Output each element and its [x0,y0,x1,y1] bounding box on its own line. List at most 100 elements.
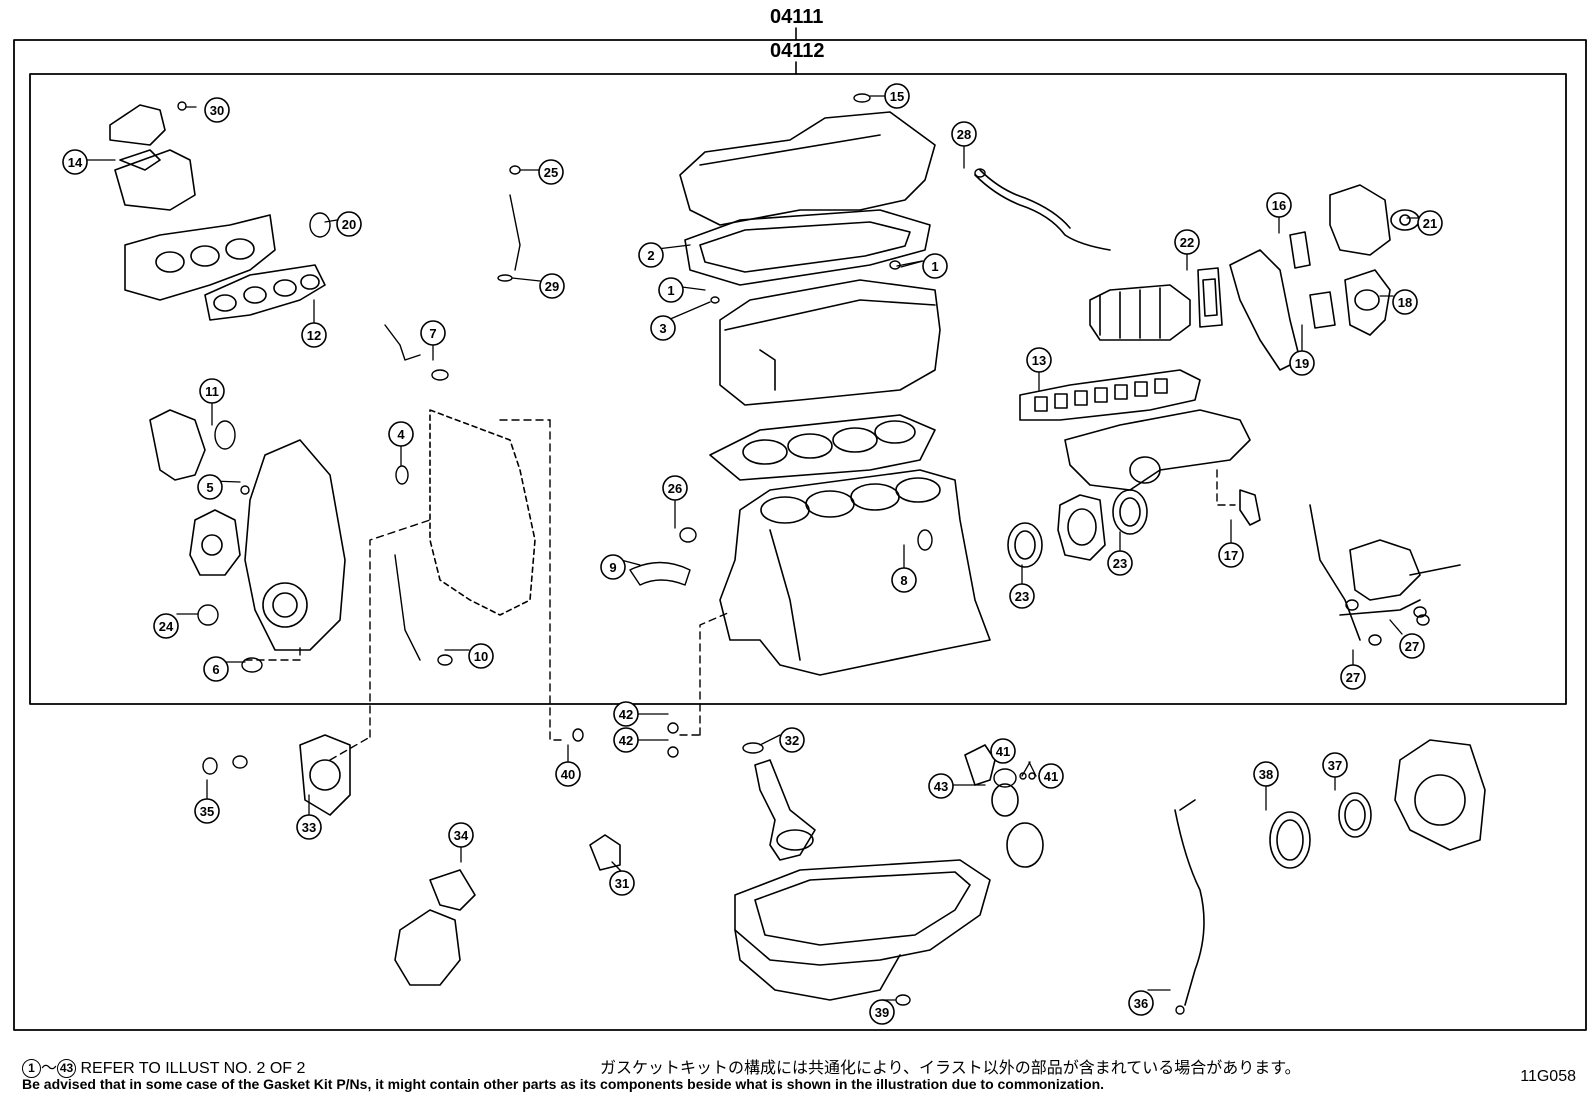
callout-27a: 27 [1399,633,1425,659]
oil-strainer-part [754,759,816,861]
reference-note: 1～43 REFER TO ILLUST NO. 2 OF 2 [22,1054,306,1079]
callout-number: 41 [1044,769,1058,784]
head-cover-gasket-part [684,209,931,286]
vacuum-pump-part [1309,504,1461,641]
callout-number: 27 [1405,639,1419,654]
throttle-gasket-a-part [1007,522,1043,568]
callout-number: 41 [996,744,1010,759]
exhaust-manifold-part [124,214,276,301]
callout-18: 18 [1392,289,1418,315]
callout-31: 31 [609,870,635,896]
heat-insulator-part [109,104,196,211]
callout-43: 43 [928,773,954,799]
egr-cooler-part [1089,284,1191,341]
gasket-19-part [1309,291,1336,329]
intake-manifold-gasket-part [1019,369,1201,421]
callout-number: 23 [1015,589,1029,604]
throttle-gasket-b-part [1112,489,1148,535]
throttle-body-part [1057,494,1106,561]
intake-manifold-part [1064,409,1251,491]
timing-chain-cover-part [429,409,536,616]
japanese-note: ガスケットキットの構成には共通化により、イラスト以外の部品が含まれている場合があ… [600,1060,1301,1077]
callout-number: 14 [68,155,83,170]
callout-number: 33 [302,820,316,835]
callout-16: 16 [1266,192,1292,218]
callout-42b: 42 [613,727,639,753]
callout-23b: 23 [1107,550,1133,576]
callout-34: 34 [448,822,474,848]
callout-8: 8 [891,567,917,593]
callout-number: 42 [619,733,633,748]
callout-1a: 1 [922,253,948,279]
exhaust-manifold-gasket-part [204,264,326,321]
gasket-17-part [1239,489,1261,526]
callout-number: 8 [900,573,907,588]
small-rings [177,93,1430,1015]
rear-oil-seal-retainer-part [1394,739,1486,851]
dipstick-part [1174,799,1205,1006]
oil-filter-bracket-part [964,744,1044,868]
callout-11: 11 [199,378,225,404]
water-pump-part [149,409,241,576]
callout-number: 17 [1224,548,1238,563]
callout-10: 10 [468,643,494,669]
callout-30: 30 [204,97,230,123]
callout-28: 28 [951,121,977,147]
callout-13: 13 [1026,347,1052,373]
callout-41a: 41 [990,738,1016,764]
callout-number: 22 [1180,235,1194,250]
callout-number: 15 [890,89,904,104]
callout-number: 16 [1272,198,1286,213]
egr-gasket-22-part [1197,267,1223,328]
callout-number: 11 [205,384,219,399]
callout-21: 21 [1417,210,1443,236]
cylinder-head-cover-part [679,111,936,226]
cylinder-block-part [719,469,991,676]
callout-number: 36 [1134,996,1148,1011]
callout-33: 33 [296,814,322,840]
callout-number: 31 [615,876,629,891]
reference-text: REFER TO ILLUST NO. 2 OF 2 [80,1060,306,1077]
callout-number: 21 [1423,216,1437,231]
callout-4: 4 [388,421,414,447]
callout-25: 25 [538,159,564,185]
oil-gauge-guide-part [974,169,1111,251]
callout-2: 2 [638,242,664,268]
egr-pipe-part [1229,249,1301,371]
callout-40: 40 [555,761,581,787]
callout-14: 14 [62,149,88,175]
callout-number: 4 [397,427,405,442]
illustration-code: 11G058 [1520,1068,1576,1085]
callout-41b: 41 [1038,763,1064,789]
callout-number: 20 [342,217,356,232]
callout-35: 35 [194,798,220,824]
callout-number: 9 [609,560,616,575]
callout-20: 20 [336,211,362,237]
callout-number: 19 [1295,356,1309,371]
callout-42a: 42 [613,701,639,727]
callout-26: 26 [662,475,688,501]
callout-number: 37 [1328,758,1342,773]
callout-number: 10 [474,649,488,664]
timing-cover-part [244,439,346,651]
callout-number: 2 [647,248,654,263]
kit-code-outer: 04111 [770,6,824,28]
callout-12: 12 [301,322,327,348]
callout-19: 19 [1289,350,1315,376]
callout-number: 13 [1032,353,1046,368]
part-callouts: 1 1 2 3 4 5 6 7 8 9 10 11 12 13 14 15 16… [62,83,1443,1025]
callout-number: 39 [875,1005,889,1020]
gasket-16-part [1289,231,1311,269]
ref-start-callout: 1 [22,1059,41,1079]
callout-number: 18 [1398,295,1412,310]
leader-lines [85,95,1419,1001]
callout-number: 7 [429,326,436,341]
oil-pump-part [394,869,476,986]
callout-17: 17 [1218,542,1244,568]
callout-number: 40 [561,767,575,782]
oil-seal-37-part [1338,792,1372,838]
callout-number: 42 [619,707,633,722]
callout-number: 30 [210,103,224,118]
callout-number: 1 [667,283,674,298]
callout-number: 43 [934,779,948,794]
